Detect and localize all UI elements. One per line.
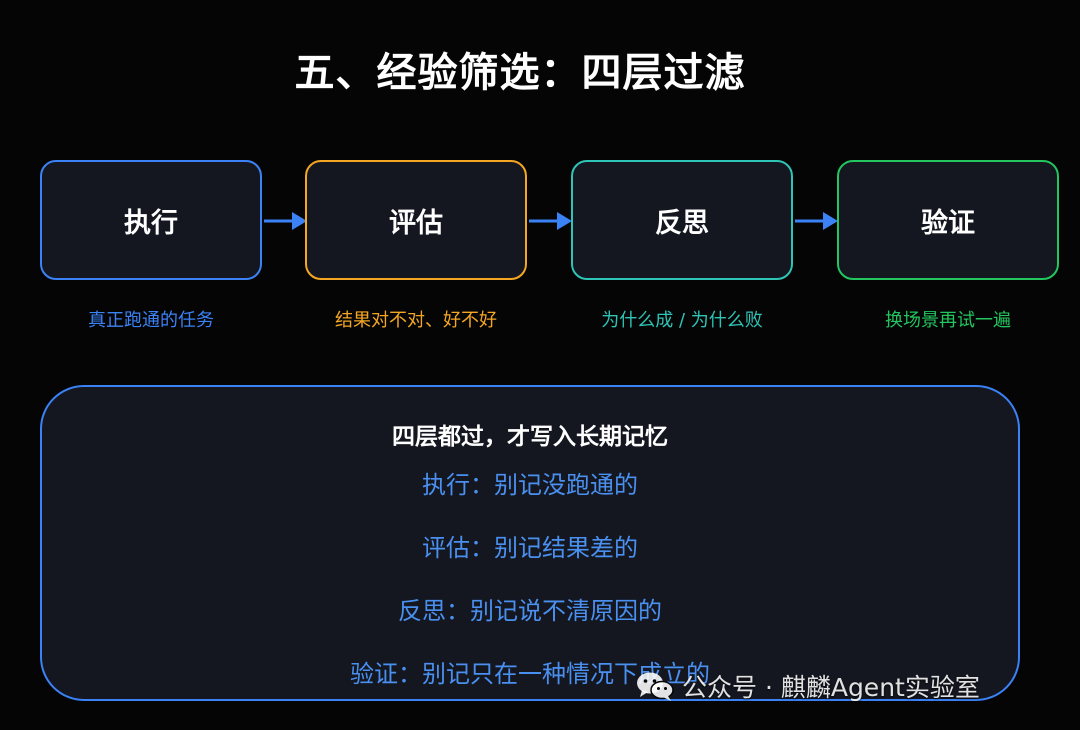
rule-evaluate: 评估：别记结果差的 — [422, 534, 638, 562]
arrow-icon — [795, 212, 838, 230]
stage-execute-label: 执行 — [124, 207, 178, 239]
rule-reflect: 反思：别记说不清原因的 — [398, 597, 662, 625]
stage-evaluate-label: 评估 — [389, 207, 443, 239]
stage-verify-box: 验证 — [837, 160, 1059, 280]
stage-evaluate-box: 评估 — [305, 160, 527, 280]
wechat-icon — [637, 672, 674, 701]
watermark: 公众号 · 麒麟Agent实验室 — [636, 666, 980, 706]
stage-reflect-box: 反思 — [571, 160, 793, 280]
stage-evaluate-desc: 结果对不对、好不好 — [335, 310, 497, 331]
watermark-text: 公众号 · 麒麟Agent实验室 — [682, 673, 980, 702]
stage-reflect-desc: 为什么成 / 为什么败 — [601, 310, 763, 331]
stage-verify-label: 验证 — [921, 207, 975, 239]
stage-execute-desc: 真正跑通的任务 — [88, 310, 214, 331]
summary-heading: 四层都过，才写入长期记忆 — [392, 424, 668, 450]
arrow-icon — [529, 212, 572, 230]
stage-verify-desc: 换场景再试一遍 — [885, 310, 1011, 331]
stage-reflect-label: 反思 — [655, 207, 709, 239]
page-title: 五、经验筛选：四层过滤 — [294, 50, 746, 96]
stage-execute-box: 执行 — [40, 160, 262, 280]
summary-box: 四层都过，才写入长期记忆 执行：别记没跑通的 评估：别记结果差的 反思：别记说不… — [40, 385, 1020, 701]
arrow-icon — [264, 212, 307, 230]
rule-execute: 执行：别记没跑通的 — [422, 471, 638, 499]
